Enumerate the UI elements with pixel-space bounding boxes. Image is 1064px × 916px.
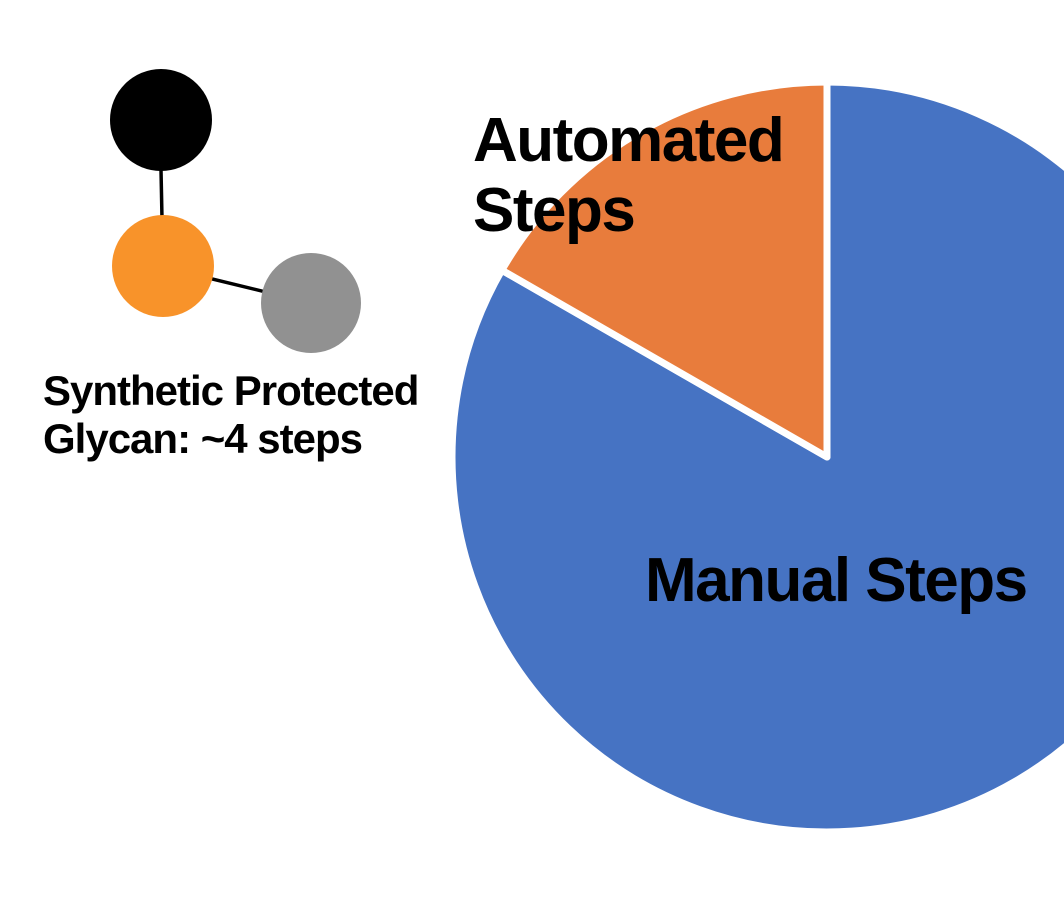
glycan-diagram (110, 69, 361, 353)
glycan-node-black (110, 69, 212, 171)
pie-label-automated-steps: Automated Steps (473, 106, 785, 246)
glycan-node-gray (261, 253, 361, 353)
glycan-node-orange (112, 215, 214, 317)
pie-label-manual-steps: Manual Steps (645, 546, 1028, 615)
pie-slice-automated-steps (498, 78, 831, 461)
pie-slice-manual-steps (448, 78, 1064, 836)
glycan-caption: Synthetic Protected Glycan: ~4 steps (43, 367, 419, 462)
